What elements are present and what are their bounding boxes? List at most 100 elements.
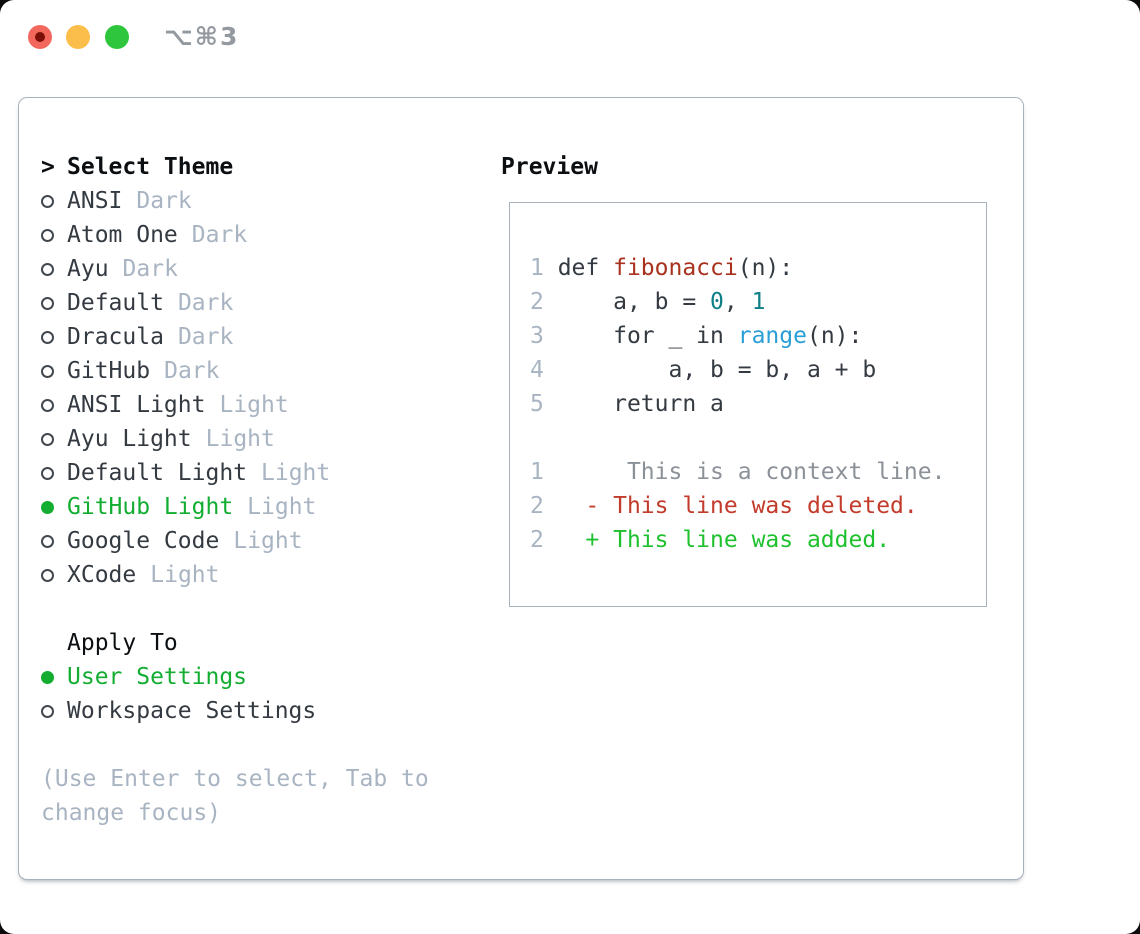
theme-name: Default Light [67, 460, 248, 486]
minimize-button[interactable] [66, 25, 90, 49]
theme-option[interactable]: ANSI Light Light [41, 388, 501, 422]
theme-option[interactable]: XCode Light [41, 558, 501, 592]
code-token: a, b = [543, 289, 711, 315]
theme-option[interactable]: Atom One Dark [41, 218, 501, 252]
zoom-button[interactable] [105, 25, 129, 49]
apply-option[interactable]: Workspace Settings [41, 694, 501, 728]
radio-circle-icon [41, 568, 54, 582]
radio-marker [41, 432, 67, 446]
theme-option[interactable]: GitHub Dark [41, 354, 501, 388]
help-text: (Use Enter to select, Tab to change focu… [41, 766, 429, 826]
theme-variant-badge: Light [261, 460, 331, 486]
code-token: 1 [751, 289, 766, 315]
code-token: 4 [530, 357, 544, 383]
apply-option[interactable]: User Settings [41, 660, 501, 694]
radio-marker [41, 466, 67, 480]
preview-line: 5 return a [530, 387, 976, 421]
theme-section-title: Select Theme [67, 154, 234, 180]
theme-variant-badge: Dark [177, 290, 234, 316]
theme-section-header: > Select Theme [41, 150, 501, 184]
theme-option[interactable]: Dracula Dark [41, 320, 501, 354]
theme-option[interactable]: ANSI Dark [41, 184, 501, 218]
selection-pane: > Select Theme ANSI Dark Atom One Dark A [41, 150, 501, 830]
code-token: def [557, 255, 614, 281]
code-token: range [737, 323, 807, 349]
theme-name: Dracula [67, 324, 164, 350]
code-token: 1 [530, 255, 558, 281]
radio-circle-icon [41, 296, 54, 310]
apply-section-title: Apply To [67, 630, 178, 656]
theme-name: ANSI Light [67, 392, 206, 418]
apply-section-header: Apply To [41, 626, 501, 660]
theme-name: ANSI [67, 188, 123, 214]
apply-option-label: Workspace Settings [67, 698, 317, 724]
preview-line: 1 This is a context line. [530, 455, 976, 489]
theme-name: Google Code [67, 528, 220, 554]
radio-circle-icon [41, 466, 54, 480]
radio-marker [41, 670, 67, 684]
preview-title: Preview [501, 154, 598, 180]
theme-variant-badge: Dark [122, 256, 178, 282]
theme-variant-badge: Dark [191, 222, 248, 248]
radio-marker [41, 228, 67, 242]
code-token: 2 [530, 493, 544, 519]
code-token: a, b = b, a + b [543, 357, 877, 383]
theme-picker-panel: > Select Theme ANSI Dark Atom One Dark A [18, 97, 1024, 880]
code-token: (n): [806, 323, 863, 349]
theme-variant-badge: Dark [177, 324, 234, 350]
close-button[interactable] [28, 25, 52, 49]
radio-circle-icon [41, 364, 54, 378]
radio-marker [41, 194, 67, 208]
radio-circle-icon [41, 500, 54, 514]
theme-name: Default [67, 290, 164, 316]
code-token: + This line was added. [543, 527, 891, 553]
code-token: (n): [737, 255, 794, 281]
theme-variant-badge: Light [219, 392, 289, 418]
window-title-shortcut: ⌥⌘3 [164, 22, 240, 51]
theme-option[interactable]: Ayu Light Light [41, 422, 501, 456]
theme-variant-badge: Light [233, 528, 303, 554]
code-token: , [723, 289, 752, 315]
apply-option-label: User Settings [67, 664, 248, 690]
code-token: 5 [530, 391, 544, 417]
code-token: return a [543, 391, 724, 417]
radio-marker [41, 364, 67, 378]
theme-variant-badge: Light [247, 494, 317, 520]
radio-circle-icon [41, 330, 54, 344]
theme-variant-badge: Light [205, 426, 275, 452]
theme-name: Ayu Light [67, 426, 192, 452]
theme-name: Atom One [67, 222, 178, 248]
radio-marker [41, 262, 67, 276]
theme-option[interactable]: Google Code Light [41, 524, 501, 558]
radio-marker [41, 704, 67, 718]
code-token: 0 [710, 289, 724, 315]
preview-line: 3 for _ in range(n): [530, 319, 976, 353]
preview-line: 2 - This line was deleted. [530, 489, 976, 523]
code-token: This is a context line. [543, 459, 946, 485]
apply-list: User Settings Workspace Settings [41, 660, 501, 728]
preview-line: 1 def fibonacci(n): [530, 251, 976, 285]
preview-line [530, 421, 976, 455]
code-token: 2 [530, 527, 544, 553]
theme-name: GitHub [67, 358, 151, 384]
theme-option[interactable]: Default Light Light [41, 456, 501, 490]
radio-marker [41, 534, 67, 548]
code-token: fibonacci [613, 255, 738, 281]
cursor-prompt-icon: > [41, 154, 55, 180]
spacer [41, 592, 501, 626]
radio-circle-icon [41, 534, 54, 548]
code-token: for _ in [543, 323, 738, 349]
theme-variant-badge: Light [150, 562, 220, 588]
radio-marker [41, 330, 67, 344]
radio-marker [41, 398, 67, 412]
theme-option[interactable]: GitHub Light Light [41, 490, 501, 524]
code-token: 2 [530, 289, 544, 315]
preview-line: 2 + This line was added. [530, 523, 976, 557]
radio-circle-icon [41, 670, 54, 684]
radio-marker [41, 296, 67, 310]
radio-circle-icon [41, 398, 54, 412]
theme-option[interactable]: Ayu Dark [41, 252, 501, 286]
theme-option[interactable]: Default Dark [41, 286, 501, 320]
